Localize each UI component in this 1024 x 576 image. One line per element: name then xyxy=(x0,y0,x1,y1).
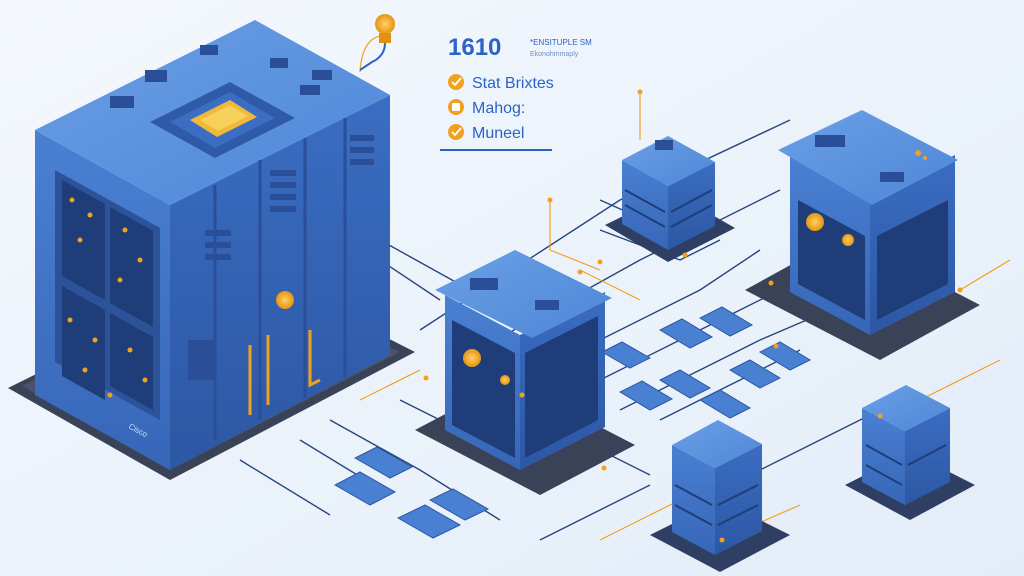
status-light-icon xyxy=(276,291,294,309)
large-server-cabinet: Cisco xyxy=(8,20,415,480)
right-server xyxy=(745,110,980,360)
info-subheading-small: Ekonohmmaply xyxy=(530,51,579,58)
info-item-label: Muneel xyxy=(472,125,524,142)
info-item-label: Mahog: xyxy=(472,100,525,117)
front-vent-panels xyxy=(55,170,160,420)
small-server-bottom-middle xyxy=(650,420,790,572)
info-item-label: Stat Brixtes xyxy=(472,75,554,92)
small-server-bottom-right xyxy=(845,385,975,520)
circuit-modules xyxy=(333,306,812,539)
check-badge-icon xyxy=(448,74,464,90)
info-item-1: Stat Brixtes xyxy=(448,74,554,92)
info-panel: 1610 *ENSITUPLE SM Ekonohmmaply Stat Bri… xyxy=(440,34,592,151)
middle-server xyxy=(415,250,635,495)
accent-dots xyxy=(423,89,963,543)
info-number: 1610 xyxy=(448,34,501,61)
info-item-2: Mahog: xyxy=(448,99,525,117)
info-item-3: Muneel xyxy=(448,124,524,142)
power-bulb-icon xyxy=(359,14,395,71)
small-server-top xyxy=(605,136,735,262)
info-heading-small: *ENSITUPLE SM xyxy=(530,38,592,47)
check-badge-icon xyxy=(448,124,464,140)
